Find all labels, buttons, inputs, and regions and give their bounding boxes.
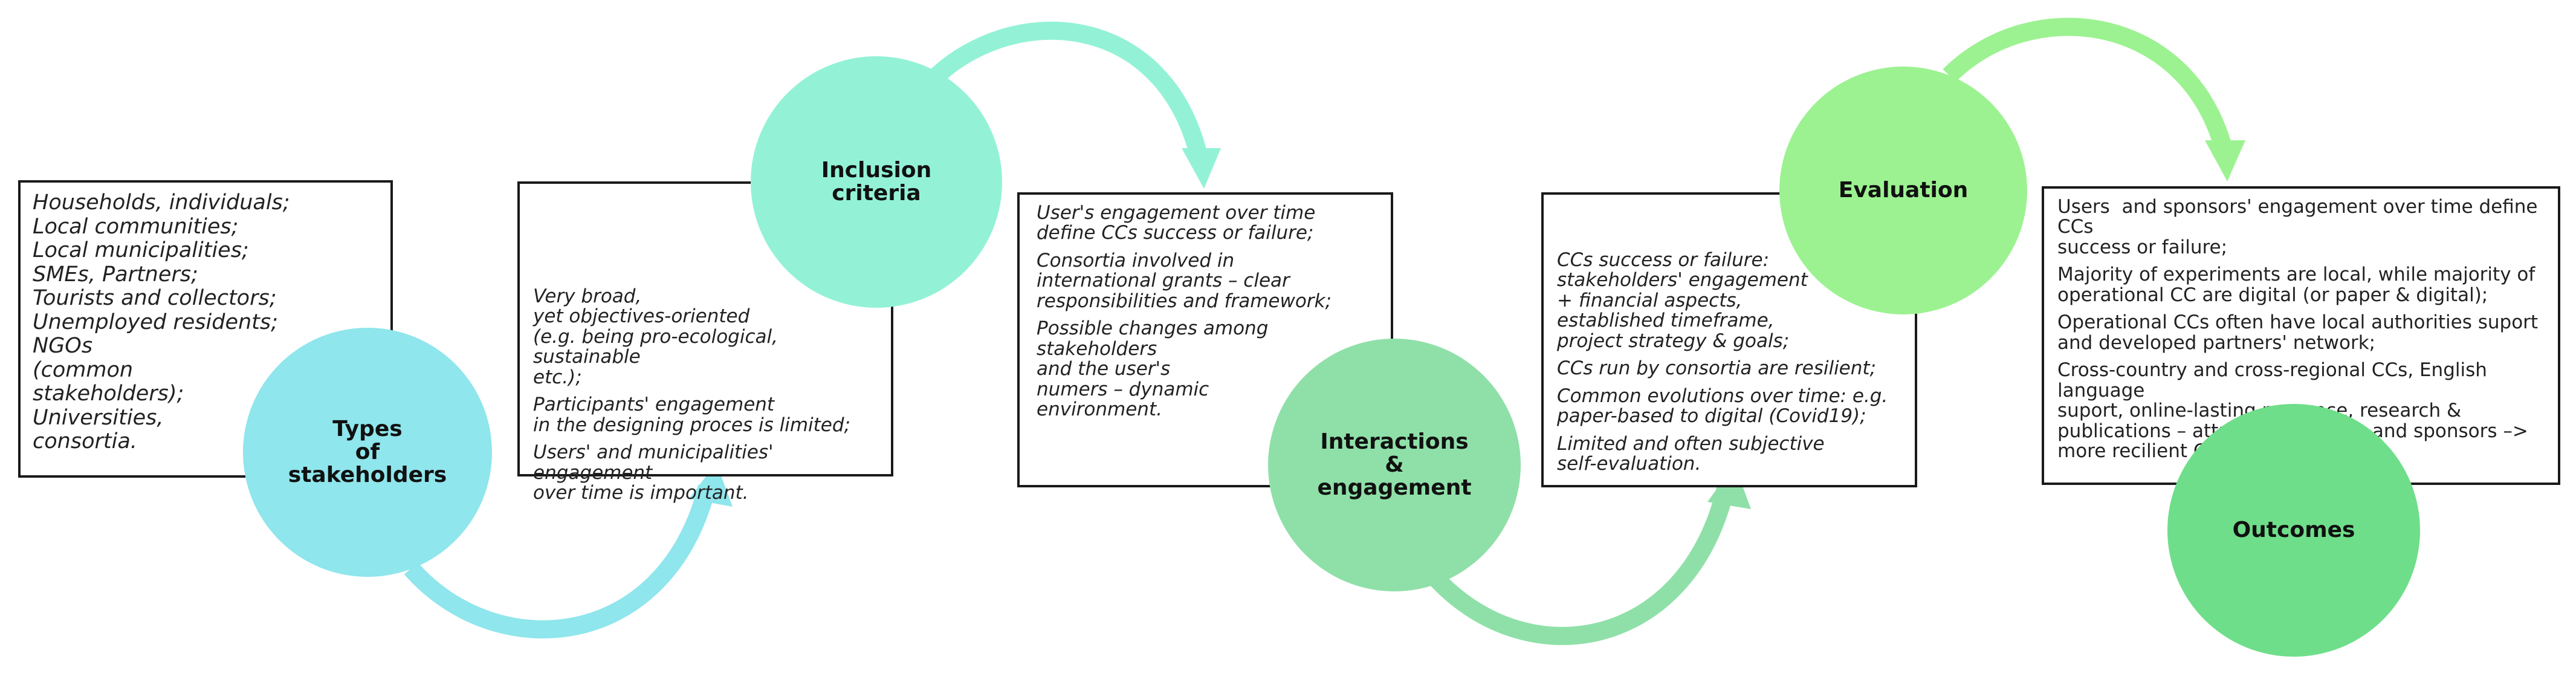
stage-circle-types-of-stakeholders: Types of stakeholders — [243, 328, 492, 577]
interaction-item: Possible changes among stakeholders and … — [1037, 317, 1269, 421]
stage-circle-label: Inclusion criteria — [821, 158, 932, 206]
stage-circle-inclusion-criteria: Inclusion criteria — [751, 56, 1002, 308]
evaluation-item: CCs run by consortia are resilient; — [1557, 357, 1876, 380]
stage-circle-label: Interactions & engagement — [1317, 429, 1472, 500]
stage-circle-label: Types of stakeholders — [288, 417, 447, 487]
stakeholder-line: SMEs, Partners; — [33, 262, 198, 287]
stakeholder-line: stakeholders); — [33, 382, 184, 406]
stakeholder-line: NGOs — [33, 334, 93, 359]
stakeholder-line: Unemployed residents; — [33, 310, 278, 334]
arrow-4-to-5-head — [2205, 140, 2245, 181]
stage-circle-label: Evaluation — [1838, 178, 1969, 203]
arrow-1-to-2 — [404, 484, 716, 639]
outcome-item: Operational CCs often have local authori… — [2057, 311, 2539, 354]
arrow-2-to-3 — [927, 21, 1209, 163]
arrow-4-to-5 — [1943, 18, 2233, 154]
arrow-2-to-3-head — [1182, 148, 1221, 189]
stage-circle-outcomes: Outcomes — [2167, 404, 2420, 657]
stakeholder-line: Local municipalities; — [33, 238, 249, 263]
criteria-item: Users' and municipalities' engagement ov… — [533, 441, 774, 504]
inclusion-criteria-box: Very broad, yet objectives-oriented (e.g… — [517, 181, 893, 503]
outcomes-box: Users and sponsors' engagement over time… — [2042, 186, 2560, 485]
evaluation-item: Limited and often subjective self-evalua… — [1557, 432, 1825, 475]
arrow-3-to-4 — [1425, 486, 1735, 645]
criteria-item: Very broad, yet objectives-oriented (e.g… — [533, 285, 778, 388]
interaction-item: Consortia involved in international gran… — [1037, 249, 1332, 312]
stakeholder-line: Tourists and collectors; — [33, 286, 277, 311]
stakeholder-line: Universities, — [33, 405, 164, 430]
stakeholder-line: consortia. — [33, 429, 137, 454]
outcome-item: Majority of experiments are local, while… — [2057, 264, 2536, 306]
interaction-item: User's engagement over time define CCs s… — [1037, 202, 1316, 244]
evaluation-box: CCs success or failure: stakeholders' en… — [1541, 192, 1917, 487]
stage-circle-interactions-engagement: Interactions & engagement — [1268, 339, 1521, 591]
evaluation-item: Common evolutions over time: e.g. paper-… — [1557, 385, 1888, 428]
outcome-item: Users and sponsors' engagement over time… — [2057, 196, 2538, 258]
stage-circle-evaluation: Evaluation — [1779, 67, 2027, 314]
stakeholder-line: Local communities; — [33, 214, 239, 239]
stage-circle-label: Outcomes — [2232, 518, 2355, 543]
criteria-item: Participants' engagement in the designin… — [533, 394, 850, 436]
stakeholders-box: Households, individuals; Local communiti… — [18, 180, 393, 478]
evaluation-item: CCs success or failure: stakeholders' en… — [1557, 249, 1808, 352]
arrow-1-to-2-head — [689, 463, 733, 507]
stakeholder-line: (common — [33, 357, 134, 382]
stakeholder-line: Households, individuals; — [33, 190, 290, 215]
